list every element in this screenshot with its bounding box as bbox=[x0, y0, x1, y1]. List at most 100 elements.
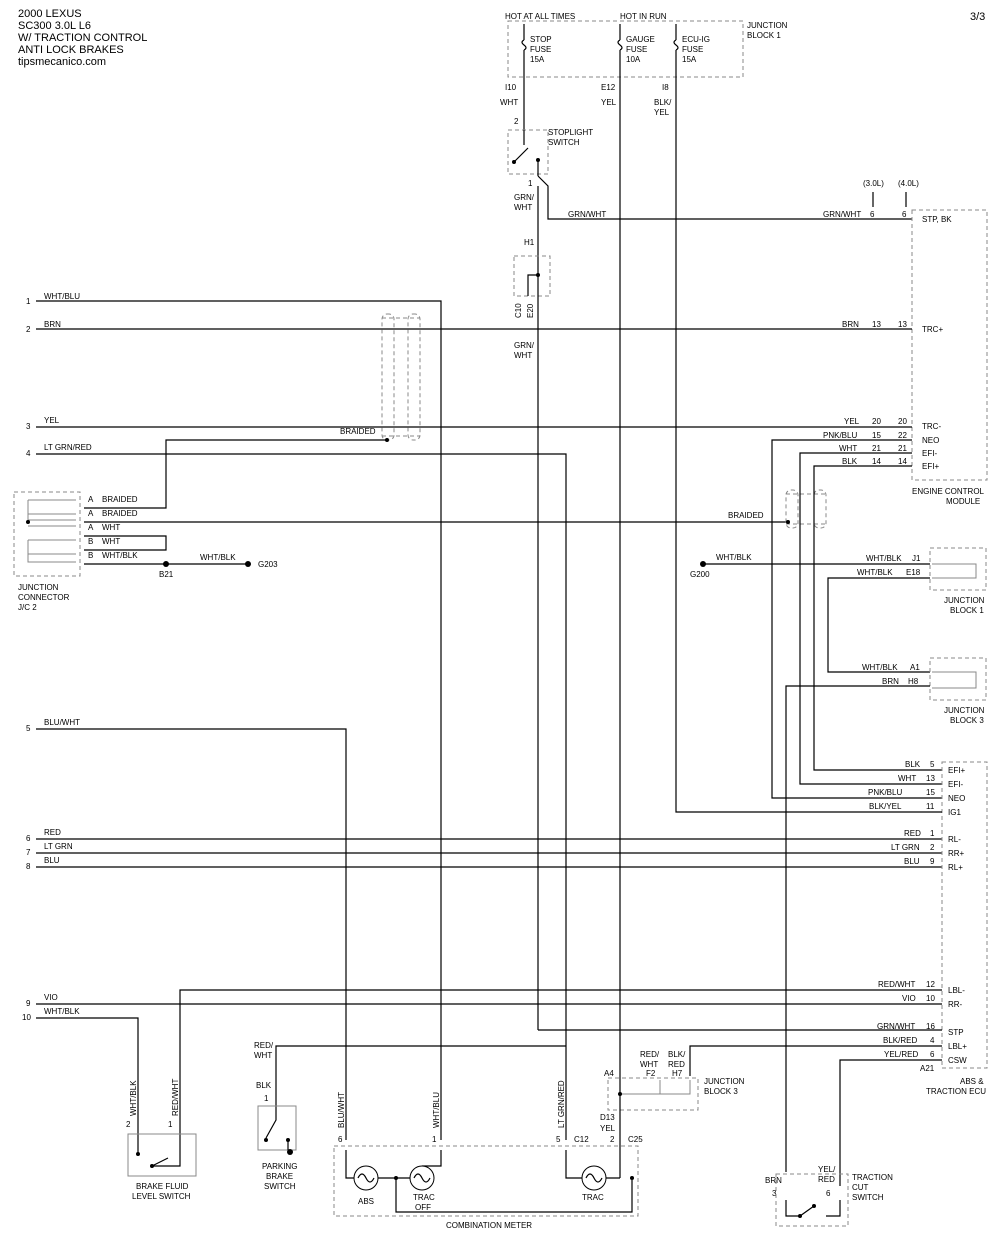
abs-efim-pin: 13 bbox=[926, 774, 935, 783]
jb3r-label-a: JUNCTION bbox=[944, 706, 985, 715]
jb3b-color-d: RED bbox=[668, 1060, 685, 1069]
gauge-fuse-label-c: 10A bbox=[626, 55, 641, 64]
h1-jumper bbox=[527, 260, 539, 296]
ecm-trcp-pin-30: 13 bbox=[872, 320, 881, 329]
stoplight-label-a: STOPLIGHT bbox=[548, 128, 593, 137]
color-blk-yel-a: BLK/ bbox=[654, 98, 672, 107]
brake-fluid-label-a: BRAKE FLUID bbox=[136, 1182, 189, 1191]
abs-label-a: ABS & bbox=[960, 1077, 984, 1086]
ecm-stp-pin-40: 6 bbox=[902, 210, 907, 219]
parking-brake-switch-contact bbox=[265, 1110, 289, 1150]
color-wht-top: WHT bbox=[500, 98, 518, 107]
cm-trac-right-lead bbox=[606, 1150, 621, 1179]
wire-10-path bbox=[36, 1017, 139, 1138]
jb3r-label-b: BLOCK 3 bbox=[950, 716, 984, 725]
jb3r-bus bbox=[932, 671, 977, 689]
engine-control-module: (3.0L) (4.0L) GRN/WHT 6 6 STP, BK BRN 13… bbox=[823, 179, 988, 506]
blk-red-lblp-wire bbox=[689, 1045, 942, 1076]
wire-1-number: 1 bbox=[26, 297, 31, 306]
cm-pin-6: 6 bbox=[338, 1135, 343, 1144]
cm-trac-off-lead bbox=[422, 1150, 442, 1167]
trac-off-lamp-filament bbox=[413, 1173, 431, 1183]
h1-connector: H1 C10 E20 GRN/ WHT bbox=[513, 238, 551, 1030]
abs-csw-pin: 6 bbox=[930, 1050, 935, 1059]
header-line-1: 2000 LEXUS bbox=[18, 8, 82, 20]
jb3b-outline bbox=[607, 1077, 699, 1111]
ecu-ig-fuse-label-c: 15A bbox=[682, 55, 697, 64]
abs-lamp-filament bbox=[357, 1173, 375, 1183]
jb3b-bus bbox=[620, 1080, 691, 1095]
cm-trac-lead bbox=[565, 1150, 582, 1179]
jb1r-label-a: JUNCTION bbox=[944, 596, 985, 605]
jb3b-pin-a4: A4 bbox=[604, 1069, 614, 1078]
tc-switch-outline bbox=[775, 1173, 849, 1227]
brake-fluid-color-2: RED/WHT bbox=[171, 1079, 180, 1116]
jc2-row4-color: WHT bbox=[102, 537, 120, 546]
jb3b-color-yel: YEL bbox=[600, 1124, 616, 1133]
abs-rrp-name: RR+ bbox=[948, 849, 965, 858]
ecm-label-a: ENGINE CONTROL bbox=[912, 487, 985, 496]
wht-efim-wire bbox=[799, 452, 942, 785]
wire-8-number: 8 bbox=[26, 862, 31, 871]
ecu-ig-fuse-label-a: ECU-IG bbox=[682, 35, 710, 44]
abs-rlm-color: RED bbox=[904, 829, 921, 838]
abs-rrm-name: RR- bbox=[948, 1000, 963, 1009]
tc-color-brn: BRN bbox=[765, 1176, 782, 1185]
wire-4-color: LT GRN/RED bbox=[44, 443, 92, 452]
wire-5-color: BLU/WHT bbox=[44, 718, 80, 727]
jc2-row5-pin: B bbox=[88, 551, 93, 560]
junction-block-1-label-b: BLOCK 1 bbox=[747, 31, 781, 40]
ecm-trcp-pin-40: 13 bbox=[898, 320, 907, 329]
abs-stp-name: STP bbox=[948, 1028, 964, 1037]
brake-fluid-label-b: LEVEL SWITCH bbox=[132, 1192, 191, 1201]
ecm-stp-color: GRN/WHT bbox=[823, 210, 861, 219]
jc2-row3-pin: A bbox=[88, 523, 94, 532]
trac-lamp-filament bbox=[585, 1173, 603, 1183]
abs-stp-color: GRN/WHT bbox=[877, 1022, 915, 1031]
cm-pin-1: 1 bbox=[432, 1135, 437, 1144]
ecm-neo-pin-30: 15 bbox=[872, 431, 881, 440]
braided-r-left-tube bbox=[785, 489, 799, 529]
cm-lamp-link-dot bbox=[394, 1176, 398, 1180]
parking-brake-label-c: SWITCH bbox=[264, 1182, 296, 1191]
red-wht-parking-wire bbox=[275, 1045, 566, 1110]
tc-label-c: SWITCH bbox=[852, 1193, 884, 1202]
stoplight-color-b: WHT bbox=[514, 203, 532, 212]
jc2-row2-color: BRAIDED bbox=[102, 509, 138, 518]
ecm-efim-pin-30: 21 bbox=[872, 444, 881, 453]
jc2-bus-a2 bbox=[28, 513, 76, 527]
junction-block-3-bottom: A4 RED/ WHT F2 BLK/ RED H7 JUNCTION BLOC… bbox=[600, 90, 745, 1150]
braided-shield-right-group: BRAIDED bbox=[728, 489, 827, 529]
abs-traction-ecu: BLK 5 EFI+ WHT 13 EFI- PNK/BLU 15 NEO BL… bbox=[179, 90, 988, 1186]
cm-trac-label: TRAC bbox=[582, 1193, 604, 1202]
header: 2000 LEXUS SC300 3.0L L6 W/ TRACTION CON… bbox=[18, 8, 985, 68]
cm-abs-lead bbox=[345, 1150, 354, 1179]
jb3r-h8-pin: H8 bbox=[908, 677, 919, 686]
stoplight-label-b: SWITCH bbox=[548, 138, 580, 147]
abs-lblm-name: LBL- bbox=[948, 986, 965, 995]
stoplight-contact-dot-b bbox=[536, 158, 540, 162]
junction-block-1-outline bbox=[507, 20, 744, 78]
jb3b-color-a: RED/ bbox=[640, 1050, 660, 1059]
ecm-variant-30: (3.0L) bbox=[863, 179, 884, 188]
pin-i10: I10 bbox=[505, 83, 517, 92]
header-site: tipsmecanico.com bbox=[18, 56, 106, 68]
parking-brake-label-a: PARKING bbox=[262, 1162, 297, 1171]
cm-color-wht-blu: WHT/BLU bbox=[432, 1092, 441, 1128]
g203-wire-color: WHT/BLK bbox=[200, 553, 236, 562]
braided-label-left: BRAIDED bbox=[340, 427, 376, 436]
parking-brake-ground-icon bbox=[287, 1149, 293, 1155]
ecu-ig-fuse-icon bbox=[673, 39, 679, 51]
parking-brake-color-b: WHT bbox=[254, 1051, 272, 1060]
abs-neo-name: NEO bbox=[948, 794, 965, 803]
stoplight-color-mid: GRN/WHT bbox=[568, 210, 606, 219]
ecm-efim-pin-40: 21 bbox=[898, 444, 907, 453]
jb3b-color-c: BLK/ bbox=[668, 1050, 686, 1059]
cm-connector-c12: C12 bbox=[574, 1135, 589, 1144]
ecm-stp-name: STP, BK bbox=[922, 215, 952, 224]
abs-rlm-name: RL- bbox=[948, 835, 961, 844]
hot-in-run-label: HOT IN RUN bbox=[620, 12, 667, 21]
tc-contact-dot-b bbox=[812, 1204, 816, 1208]
jb3b-pin-f2: F2 bbox=[646, 1069, 656, 1078]
braided-shield-left bbox=[381, 313, 395, 441]
